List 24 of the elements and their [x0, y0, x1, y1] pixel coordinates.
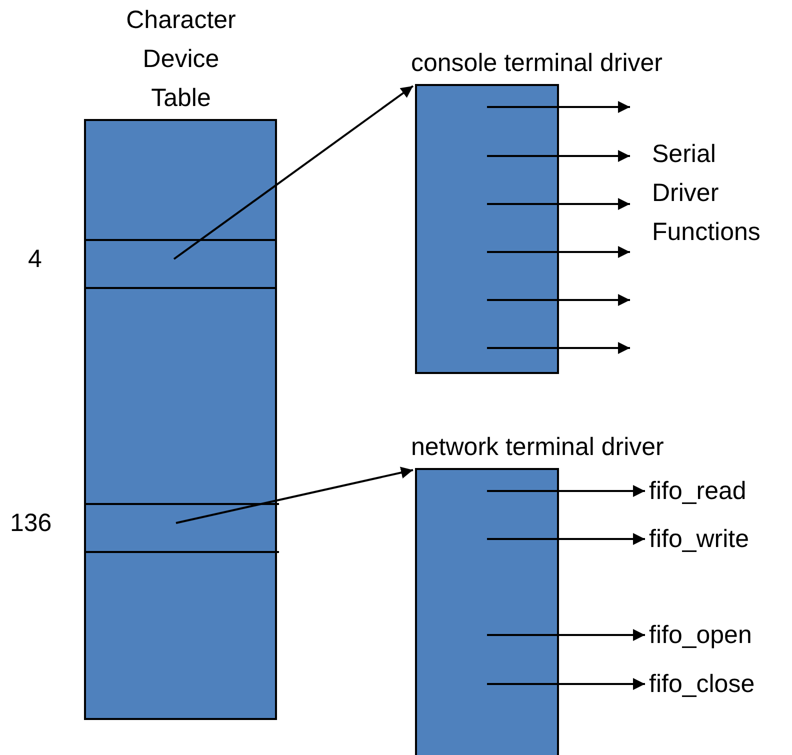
arrow	[487, 198, 630, 210]
arrow	[487, 150, 630, 162]
function-label: fifo_read	[649, 476, 746, 506]
arrow	[487, 101, 630, 113]
table-heading: console terminal driver	[411, 48, 662, 79]
row-index: 4	[28, 244, 42, 274]
table-row	[84, 503, 279, 553]
function-label: fifo_close	[649, 669, 755, 699]
arrow	[487, 678, 645, 690]
group-label: Serial Driver Functions	[652, 139, 762, 248]
arrow	[487, 629, 645, 641]
arrow	[487, 533, 645, 545]
arrow	[487, 294, 630, 306]
table-heading: network terminal driver	[411, 432, 664, 463]
row-index: 136	[10, 508, 52, 538]
arrow	[173, 85, 414, 260]
table-heading: Character Device Table	[125, 5, 237, 114]
arrow	[487, 342, 630, 354]
arrow	[176, 466, 414, 524]
function-label: fifo_write	[649, 524, 750, 554]
arrow	[487, 485, 645, 497]
function-label: fifo_open	[649, 620, 752, 650]
arrow	[487, 246, 630, 258]
table-row	[84, 239, 277, 289]
